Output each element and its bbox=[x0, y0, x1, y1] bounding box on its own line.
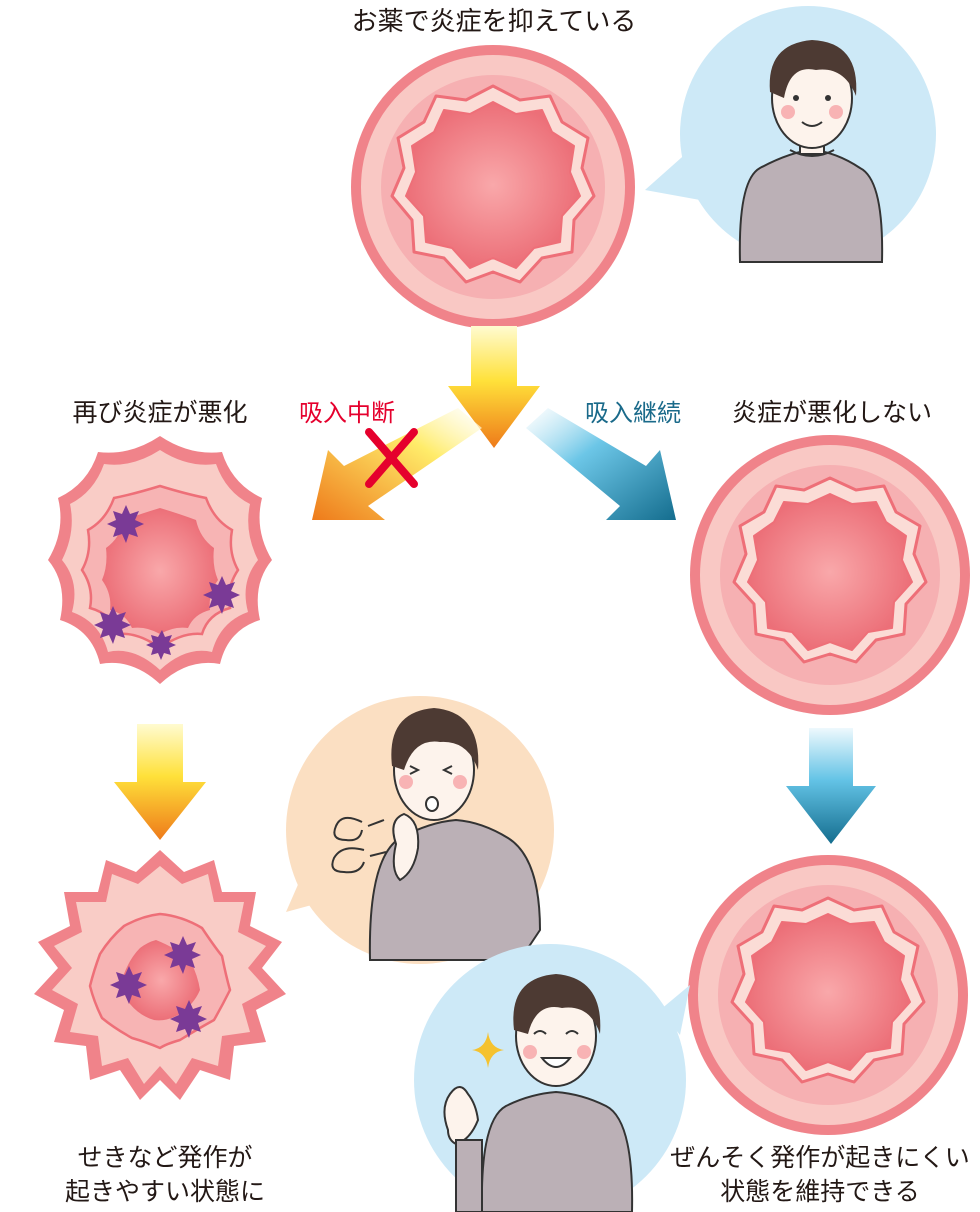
airway-worsened-left bbox=[48, 436, 272, 684]
airway-controlled-top bbox=[351, 45, 635, 329]
label-right-branch-title: 炎症が悪化しない bbox=[732, 398, 932, 427]
label-left-result-line2: 起きやすい状態に bbox=[65, 1177, 265, 1206]
label-stop-inhalation: 吸入中断 bbox=[299, 399, 395, 427]
airway-maintained-right bbox=[688, 855, 968, 1135]
label-top-controlled: お薬で炎症を抑えている bbox=[352, 7, 637, 37]
airway-severe-left bbox=[34, 850, 286, 1100]
label-continue-inhalation: 吸入継続 bbox=[585, 399, 681, 427]
coughing-person-bubble bbox=[286, 696, 554, 964]
happy-person-bubble bbox=[414, 944, 690, 1212]
label-right-result-line1: ぜんそく発作が起きにくい bbox=[670, 1143, 970, 1172]
label-left-branch-title: 再び炎症が悪化 bbox=[72, 398, 247, 427]
label-right-result-line2: 状態を維持できる bbox=[720, 1177, 920, 1206]
arrow-down-left bbox=[114, 724, 206, 840]
calm-person-bubble bbox=[645, 6, 936, 262]
arrow-down-right bbox=[786, 728, 876, 844]
airway-stable-right bbox=[690, 435, 970, 715]
label-left-result-line1: せきなど発作が bbox=[77, 1143, 252, 1172]
